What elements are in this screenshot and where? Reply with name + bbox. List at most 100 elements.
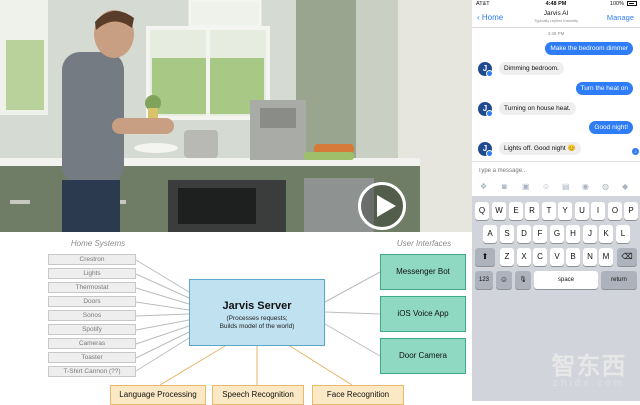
chat-timestamp: 4:48 PM [547, 31, 565, 36]
key-n[interactable]: N [583, 248, 597, 266]
camera-icon[interactable]: ◙ [502, 182, 507, 191]
shift-key[interactable]: ⬆ [475, 248, 495, 266]
status-time: 4:48 PM [545, 1, 567, 7]
key-i[interactable]: I [591, 202, 605, 220]
key-s[interactable]: S [500, 225, 514, 243]
chat-nav-bar: ‹ Home Jarvis AI Typically replies insta… [472, 8, 640, 28]
home-system-item: Thermostat [48, 282, 136, 293]
numbers-key[interactable]: 123 [475, 271, 493, 289]
home-system-item: Spotify [48, 324, 136, 335]
home-system-item: Cameras [48, 338, 136, 349]
jarvis-server-description-line2: Builds model of the world) [219, 323, 295, 330]
key-y[interactable]: Y [558, 202, 572, 220]
message-bubble-user[interactable]: Good night! [589, 121, 633, 134]
jarvis-server-title: Jarvis Server [222, 300, 292, 312]
key-o[interactable]: O [608, 202, 622, 220]
user-interface-box: iOS Voice App [380, 296, 466, 332]
carrier-label: AT&T [476, 1, 490, 7]
chat-title: Jarvis AI [543, 10, 569, 17]
play-button[interactable] [358, 182, 406, 230]
emoji-key[interactable]: ☺ [496, 271, 512, 289]
key-t[interactable]: T [542, 202, 556, 220]
user-interfaces-heading: User Interfaces [396, 239, 452, 248]
key-h[interactable]: H [566, 225, 580, 243]
message-bubble-user[interactable]: Make the bedroom dimmer [545, 42, 633, 55]
read-receipt-icon: J [632, 148, 639, 155]
ios-keyboard: Q W E R T Y U I O P A S D F G H J K L ⬆ … [472, 196, 640, 401]
connector-lines [135, 259, 381, 386]
back-home-label: Home [481, 13, 504, 22]
jarvis-server-description-line1: (Processes requests; [226, 315, 288, 322]
like-icon[interactable]: ◆ [622, 182, 629, 191]
key-f[interactable]: F [533, 225, 547, 243]
location-icon[interactable]: ◍ [602, 182, 609, 191]
gif-icon[interactable]: ▤ [562, 182, 570, 191]
key-u[interactable]: U [575, 202, 589, 220]
dictation-key[interactable]: 🎙 [515, 271, 531, 289]
return-key[interactable]: return [601, 271, 637, 289]
home-systems-heading: Home Systems [70, 239, 126, 248]
message-bubble-user[interactable]: Turn the heat on [575, 82, 633, 95]
home-system-item: Sonos [48, 310, 136, 321]
key-a[interactable]: A [483, 225, 497, 243]
jarvis-architecture-diagram: Home Systems User Interfaces Crestron Li… [0, 232, 472, 405]
status-bar: AT&T 4:48 PM 100% [472, 0, 640, 8]
user-interface-box: Door Camera [380, 338, 466, 374]
home-system-item: T-Shirt Cannon (??) [48, 366, 136, 377]
key-m[interactable]: M [599, 248, 613, 266]
home-system-item: Toaster [48, 352, 136, 363]
kitchen-scene-illustration [0, 0, 472, 232]
key-j[interactable]: J [583, 225, 597, 243]
message-bubble-jarvis[interactable]: Lights off. Good night 😊 [499, 142, 581, 155]
space-key[interactable]: space [534, 271, 598, 289]
apps-grid-icon[interactable]: ❖ [480, 182, 488, 191]
key-v[interactable]: V [550, 248, 564, 266]
chevron-left-icon: ‹ [477, 13, 480, 22]
video-player[interactable] [0, 0, 472, 232]
jarvis-server-description: (Processes requests; Builds model of the… [190, 315, 324, 331]
key-z[interactable]: Z [500, 248, 514, 266]
service-box: Face Recognition [312, 385, 404, 405]
key-b[interactable]: B [566, 248, 580, 266]
message-input[interactable] [478, 166, 634, 175]
key-x[interactable]: X [517, 248, 531, 266]
message-bubble-jarvis[interactable]: Dimming bedroom. [499, 62, 564, 75]
watermark-url: zhidx.com [552, 378, 625, 389]
battery-icon [627, 1, 637, 6]
chat-subtitle: Typically replies instantly [533, 18, 579, 23]
composer-toolbar: ❖ ◙ ▣ ☺ ▤ ◉ ◍ ◆ [476, 182, 636, 192]
home-system-item: Doors [48, 296, 136, 307]
service-box: Speech Recognition [212, 385, 304, 405]
key-r[interactable]: R [525, 202, 539, 220]
jarvis-avatar: J [478, 142, 493, 157]
key-d[interactable]: D [517, 225, 531, 243]
watermark-logo: 智东西 zhidx.com [540, 346, 638, 398]
manage-button[interactable]: Manage [606, 13, 634, 22]
mic-icon[interactable]: ◉ [582, 182, 589, 191]
key-l[interactable]: L [616, 225, 630, 243]
jarvis-avatar: J [478, 102, 493, 117]
jarvis-avatar: J [478, 62, 493, 77]
user-interface-box: Messenger Bot [380, 254, 466, 290]
service-box: Language Processing [110, 385, 206, 405]
key-g[interactable]: G [550, 225, 564, 243]
photo-icon[interactable]: ▣ [522, 182, 530, 191]
emoji-icon[interactable]: ☺ [542, 182, 551, 191]
delete-key[interactable]: ⌫ [617, 248, 637, 266]
key-k[interactable]: K [599, 225, 613, 243]
key-c[interactable]: C [533, 248, 547, 266]
key-w[interactable]: W [492, 202, 506, 220]
key-p[interactable]: P [624, 202, 638, 220]
message-composer: ❖ ◙ ▣ ☺ ▤ ◉ ◍ ◆ [472, 161, 640, 197]
key-e[interactable]: E [509, 202, 523, 220]
messenger-phone-screen: AT&T 4:48 PM 100% ‹ Home Jarvis AI Typic… [472, 0, 640, 401]
back-home-button[interactable]: ‹ Home [477, 13, 503, 22]
battery-percent: 100% [609, 1, 624, 7]
home-system-item: Lights [48, 268, 136, 279]
message-bubble-jarvis[interactable]: Turning on house heat. [499, 102, 576, 115]
watermark-main: 智东西 [551, 353, 627, 380]
key-q[interactable]: Q [475, 202, 489, 220]
home-system-item: Crestron [48, 254, 136, 265]
jarvis-server-box: Jarvis Server (Processes requests; Build… [189, 279, 325, 346]
